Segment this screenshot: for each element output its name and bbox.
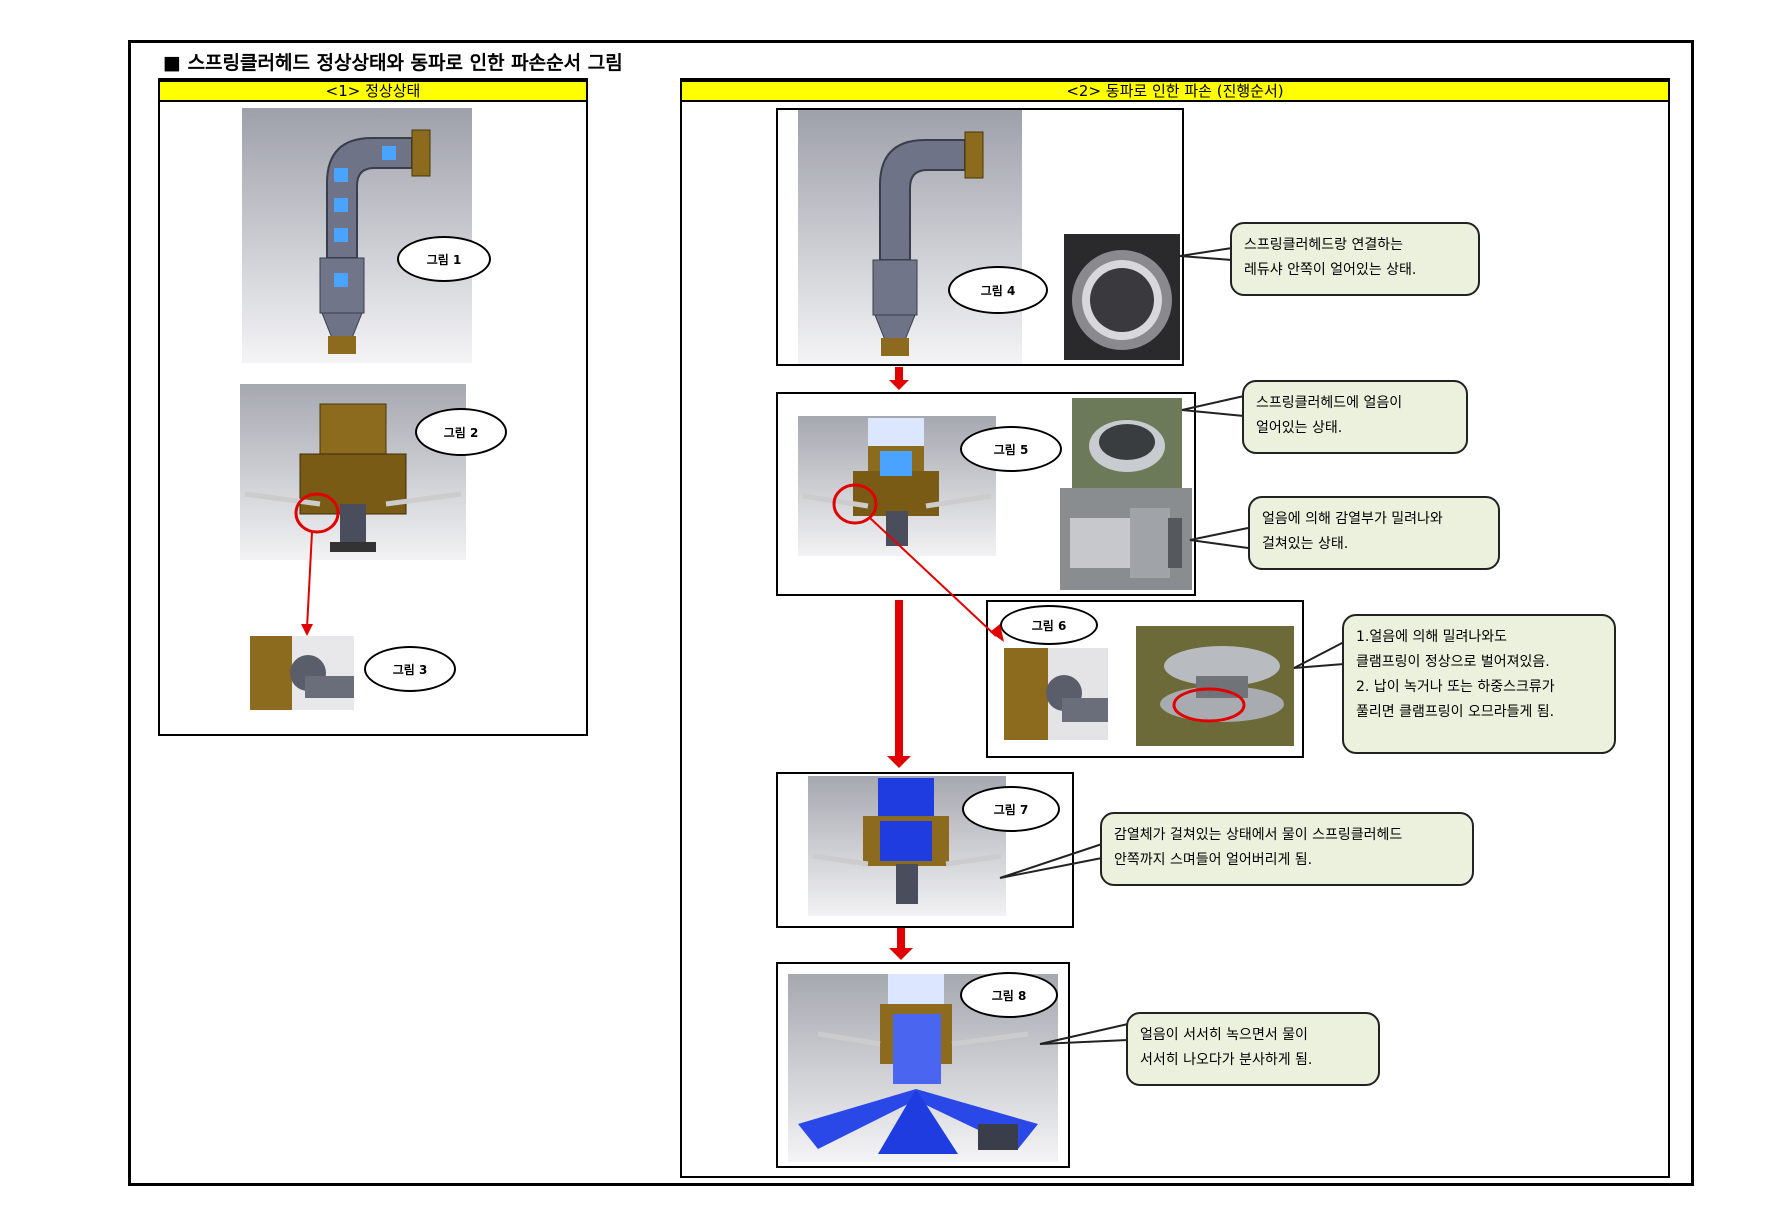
callout-leader: [1293, 641, 1345, 669]
red-arrow: [869, 517, 997, 637]
highlight-circle: [294, 492, 340, 534]
callout-leader: [1179, 247, 1233, 261]
callout-leader: [1189, 527, 1249, 549]
left-panel-title: <1> 정상상태: [158, 80, 588, 102]
fig4-label: 그림 4: [948, 266, 1048, 314]
page-heading: ■ 스프링클러헤드 정상상태와 동파로 인한 파손순서 그림: [163, 52, 623, 74]
fig5-photo-bottom: [1060, 488, 1192, 590]
fig2-image: [240, 384, 466, 560]
red-arrow: [895, 600, 903, 758]
fig3-label: 그림 3: [364, 646, 456, 692]
outer-frame: [128, 40, 1694, 1186]
highlight-circle: [1172, 687, 1246, 723]
red-arrowhead: [889, 380, 909, 390]
callout-fig8: 얼음이 서서히 녹으면서 물이 서서히 나오다가 분사하게 됨.: [1126, 1012, 1380, 1086]
red-arrow: [306, 531, 313, 629]
fig1-label: 그림 1: [397, 236, 491, 282]
red-arrowhead: [887, 756, 911, 768]
callout-fig6: 1.얼음에 의해 밀려나와도 클램프링이 정상으로 벌어져있음. 2. 납이 녹…: [1342, 614, 1616, 754]
fig2-label: 그림 2: [415, 408, 507, 456]
fig6-image-left: [1004, 648, 1108, 740]
callout-leader: [1039, 1023, 1129, 1045]
red-arrowhead: [301, 624, 313, 636]
fig7-label: 그림 7: [962, 786, 1060, 832]
red-arrow: [897, 928, 905, 950]
fig4-image: [798, 110, 1022, 364]
fig4-photo: [1064, 234, 1180, 360]
callout-fig5-pushed: 얼음에 의해 감열부가 밀려나와 걸쳐있는 상태.: [1248, 496, 1500, 570]
callout-leader: [999, 843, 1103, 879]
fig5-label: 그림 5: [960, 426, 1062, 472]
fig3-image: [250, 636, 354, 710]
callout-fig7: 감열체가 걸쳐있는 상태에서 물이 스프링클러헤드 안쪽까지 스며들어 얼어버리…: [1100, 812, 1474, 886]
fig6-photo: [1136, 626, 1294, 746]
red-arrow: [895, 367, 903, 384]
callout-fig5-ice: 스프링클러헤드에 얼음이 얼어있는 상태.: [1242, 380, 1468, 454]
red-arrowhead: [889, 948, 913, 960]
fig5-photo-top: [1072, 398, 1182, 488]
right-panel-title: <2> 동파로 인한 파손 (진행순서): [680, 80, 1670, 102]
callout-leader: [1181, 395, 1245, 417]
red-arrowhead: [990, 624, 1004, 642]
callout-fig4: 스프링클러헤드랑 연결하는 레듀샤 안쪽이 얼어있는 상태.: [1230, 222, 1480, 296]
fig6-label: 그림 6: [1000, 605, 1098, 645]
highlight-circle: [832, 483, 878, 525]
fig8-label: 그림 8: [960, 972, 1058, 1018]
